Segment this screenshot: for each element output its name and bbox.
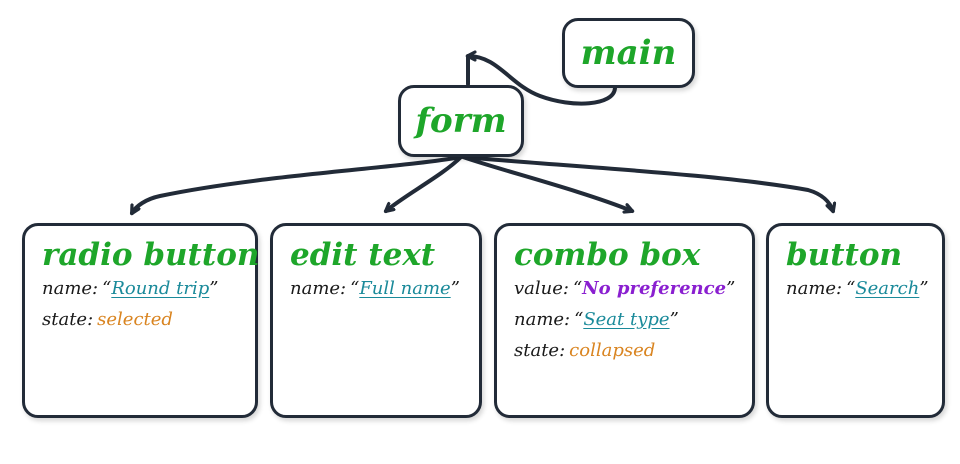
node-radio-button[interactable]: radio button name:“Round trip” state:sel…: [22, 223, 260, 418]
edge-form-to-radio-button: [130, 155, 463, 213]
property-key: state:: [514, 340, 566, 361]
node-radio-button-title: radio button: [42, 237, 260, 273]
property-value: Round trip: [111, 278, 210, 299]
close-quote: ”: [209, 278, 219, 299]
node-button-title: button: [786, 237, 903, 273]
property-key: value:: [514, 278, 569, 299]
node-edit-text[interactable]: edit text name:“Full name”: [270, 223, 482, 418]
close-quote: ”: [726, 278, 736, 299]
property-value: Seat type: [583, 309, 670, 330]
property-name: name:“Seat type”: [514, 311, 735, 329]
property-name: name:“Search”: [786, 278, 929, 299]
close-quote: ”: [669, 309, 679, 330]
edge-form-to-button: [462, 155, 833, 211]
property-key: name:: [290, 278, 347, 299]
node-form[interactable]: form: [398, 85, 524, 157]
property-value: collapsed: [569, 340, 656, 361]
node-form-title: form: [415, 101, 507, 141]
property-state: state:selected: [42, 311, 238, 329]
close-quote: ”: [450, 278, 460, 299]
node-button[interactable]: button name:“Search”: [766, 223, 945, 418]
property-state: state:collapsed: [514, 342, 735, 360]
property-key: state:: [42, 309, 94, 330]
node-main[interactable]: main: [562, 18, 695, 88]
property-value: Search: [855, 278, 920, 299]
node-combo-box-title: combo box: [514, 237, 701, 273]
edge-form-to-combo-box: [461, 155, 632, 211]
property-key: name:: [786, 278, 843, 299]
property-key: name:: [514, 309, 571, 330]
open-quote: “: [574, 309, 584, 330]
node-main-title: main: [580, 33, 677, 73]
open-quote: “: [846, 278, 856, 299]
property-key: name:: [42, 278, 99, 299]
property-value: selected: [97, 309, 173, 330]
property-name: name:“Full name”: [290, 280, 462, 298]
node-combo-box[interactable]: combo box value:“No preference” name:“Se…: [494, 223, 755, 418]
open-quote: “: [102, 278, 112, 299]
open-quote: “: [572, 278, 583, 299]
node-edit-text-title: edit text: [290, 237, 436, 273]
property-value: value:“No preference”: [514, 280, 735, 298]
edge-form-to-edit-text: [386, 155, 463, 211]
property-value: Full name: [359, 278, 451, 299]
property-name: name:“Round trip”: [42, 280, 238, 298]
close-quote: ”: [919, 278, 929, 299]
property-value: No preference: [582, 278, 727, 299]
open-quote: “: [350, 278, 360, 299]
